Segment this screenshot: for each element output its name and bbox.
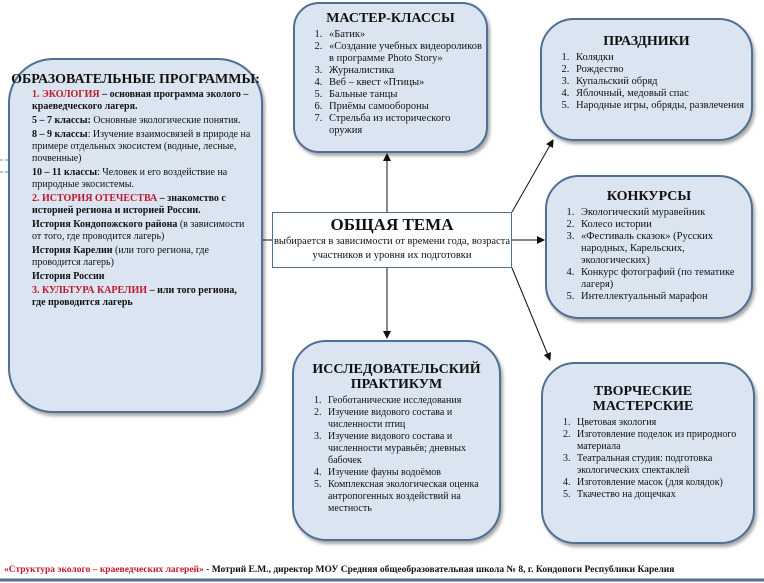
creative-item: Изготовление поделок из природного матер… xyxy=(573,429,743,453)
central-theme-title: ОБЩАЯ ТЕМА xyxy=(330,215,454,234)
holidays-item: Народные игры, обряды, развлечения xyxy=(572,100,751,112)
cult-text: – или того региона, где проводится лагер… xyxy=(32,285,237,308)
holidays-item: Колядки xyxy=(572,52,751,64)
eco-text: – основная программа эколого – краеведче… xyxy=(32,89,249,112)
g89-label: 8 – 9 классы xyxy=(32,129,88,140)
creative-item: Изготовление масок (для колядок) xyxy=(573,477,743,489)
education-title: ОБРАЗОВАТЕЛЬНЫЕ ПРОГРАММЫ: xyxy=(11,72,260,87)
education-box: ОБРАЗОВАТЕЛЬНЫЕ ПРОГРАММЫ: 1. ЭКОЛОГИЯ –… xyxy=(8,58,263,413)
research-item: Комплексная экологическая оценка антропо… xyxy=(324,479,491,515)
holidays-list: КолядкиРождествоКупальский обрядЯблочный… xyxy=(542,52,751,112)
g57-label: 5 – 7 классы: xyxy=(32,115,91,126)
g1011-label: 10 – 11 классы xyxy=(32,167,98,178)
master-item: Бальные танцы xyxy=(325,89,486,101)
rus-label: История России xyxy=(32,271,105,282)
master-item: Журналистика xyxy=(325,65,486,77)
research-item: Геоботанические исследования xyxy=(324,395,491,407)
research-item: Изучение видового состава и численности … xyxy=(324,431,491,467)
arrow-to-holidays xyxy=(511,139,554,213)
hist-text: – знакомство с историей региона и истори… xyxy=(32,193,226,216)
master-item: «Создание учебных видеороликов в програм… xyxy=(325,41,486,65)
holidays-box: ПРАЗДНИКИ КолядкиРождествоКупальский обр… xyxy=(540,18,753,141)
footer-caption: «Структура эколого – краеведческих лагер… xyxy=(4,565,674,575)
central-theme-box: ОБЩАЯ ТЕМА выбирается в зависимости от в… xyxy=(272,212,512,268)
central-theme-text: выбирается в зависимости от времени года… xyxy=(273,236,511,261)
contests-item: Экологический муравейник xyxy=(577,207,751,219)
creative-list: Цветовая экологияИзготовление поделок из… xyxy=(543,417,743,501)
research-box: ИССЛЕДОВАТЕЛЬСКИЙ ПРАКТИКУМ Геоботаничес… xyxy=(292,340,501,541)
cult-label: 3. КУЛЬТУРА КАРЕЛИИ xyxy=(32,285,148,296)
research-item: Изучение фауны водоёмов xyxy=(324,467,491,479)
master-box: МАСТЕР-КЛАССЫ «Батик»«Создание учебных в… xyxy=(293,2,488,153)
kar-label: История Карелии xyxy=(32,245,113,256)
footer-author: - Мотрий Е.М., директор МОУ Средняя обще… xyxy=(203,565,675,575)
master-list: «Батик»«Создание учебных видеороликов в … xyxy=(295,29,486,137)
contests-title: КОНКУРСЫ xyxy=(606,189,692,204)
arrow-to-creative xyxy=(511,267,552,361)
research-list: Геоботанические исследованияИзучение вид… xyxy=(294,395,491,515)
creative-item: Театральная студия: подготовка экологиче… xyxy=(573,453,743,477)
holidays-item: Купальский обряд xyxy=(572,76,751,88)
contests-item: Интеллектуальный марафон xyxy=(577,291,751,303)
contests-item: «Фестиваль сказок» (Русских народных, Ка… xyxy=(577,231,751,267)
research-item: Изучение видового состава и численности … xyxy=(324,407,491,431)
master-item: Приёмы самообороны xyxy=(325,101,486,113)
footer-title: «Структура эколого – краеведческих лагер… xyxy=(4,565,204,575)
master-item: Стрельба из исторического оружия xyxy=(325,113,486,137)
contests-box: КОНКУРСЫ Экологический муравейникКолесо … xyxy=(545,175,753,319)
g89-text: : Изучение взаимосвязей в природе на при… xyxy=(32,129,251,164)
kond-text: (в зависимости от того, где проводится л… xyxy=(32,219,245,242)
master-title: МАСТЕР-КЛАССЫ xyxy=(326,11,455,26)
creative-title: ТВОРЧЕСКИЕ МАСТЕРСКИЕ xyxy=(592,384,694,414)
holidays-item: Рождество xyxy=(572,64,751,76)
kar-text: (или того региона, где проводится лагерь… xyxy=(32,245,209,268)
creative-item: Цветовая экология xyxy=(573,417,743,429)
g1011-text: : Человек и его воздействие на природные… xyxy=(32,167,228,190)
master-item: Веб – квест «Птицы» xyxy=(325,77,486,89)
research-title: ИССЛЕДОВАТЕЛЬСКИЙ ПРАКТИКУМ xyxy=(312,362,481,392)
contests-item: Конкурс фотографий (по тематике лагеря) xyxy=(577,267,751,291)
holidays-title: ПРАЗДНИКИ xyxy=(603,34,690,49)
creative-box: ТВОРЧЕСКИЕ МАСТЕРСКИЕ Цветовая экологияИ… xyxy=(541,362,755,544)
g57-text: Основные экологические понятия. xyxy=(90,115,241,126)
master-item: «Батик» xyxy=(325,29,486,41)
contests-item: Колесо истории xyxy=(577,219,751,231)
hist-label: 2. ИСТОРИЯ ОТЕЧЕСТВА xyxy=(32,193,158,204)
holidays-item: Яблочный, медовый спас xyxy=(572,88,751,100)
eco-label: 1. ЭКОЛОГИЯ xyxy=(32,89,100,100)
contests-list: Экологический муравейникКолесо истории«Ф… xyxy=(547,207,751,303)
kond-label: История Кондопожского района xyxy=(32,219,178,230)
creative-item: Ткачество на дощечках xyxy=(573,489,743,501)
